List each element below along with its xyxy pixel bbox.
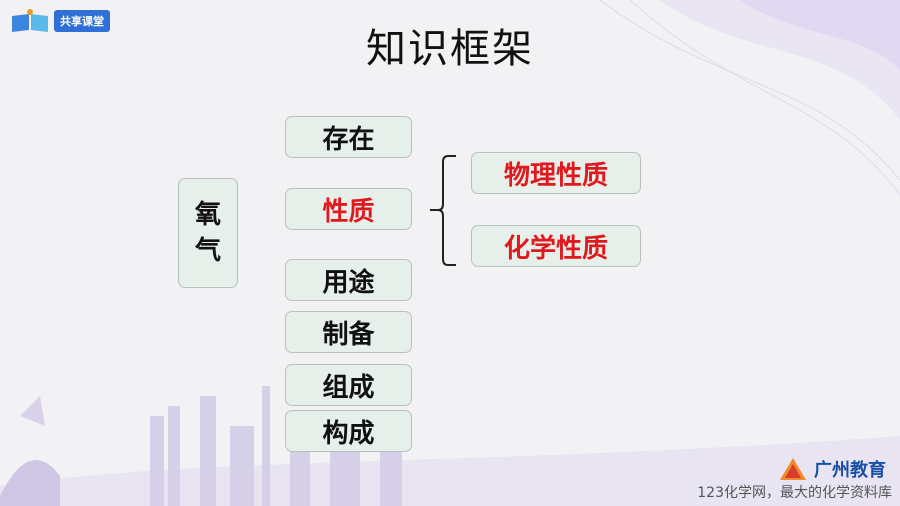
item-uses: 用途 [285,259,412,301]
watermark-text: 123化学网，最大的化学资料库 [697,485,892,501]
logo-label: 共享课堂 [54,10,110,32]
item-properties: 性质 [285,188,412,230]
book-icon [12,9,48,32]
item-existence: 存在 [285,116,412,158]
branch-bracket [430,155,456,266]
item-structure: 构成 [285,410,412,452]
item-composition: 组成 [285,364,412,406]
root-char-2: 气 [194,236,221,266]
item-preparation: 制备 [285,311,412,353]
brand-logo: 广州教育 [778,456,886,482]
brand-icon [780,458,806,480]
sub-item-chemical: 化学性质 [471,225,641,267]
brand-name: 广州教育 [814,460,886,481]
background-decoration-top [599,0,900,196]
page-title: 知识框架 [366,26,534,72]
sub-item-physical: 物理性质 [471,152,641,194]
root-node: 氧 气 [178,178,238,288]
app-logo: 共享课堂 [10,8,110,34]
root-char-1: 氧 [194,200,221,230]
